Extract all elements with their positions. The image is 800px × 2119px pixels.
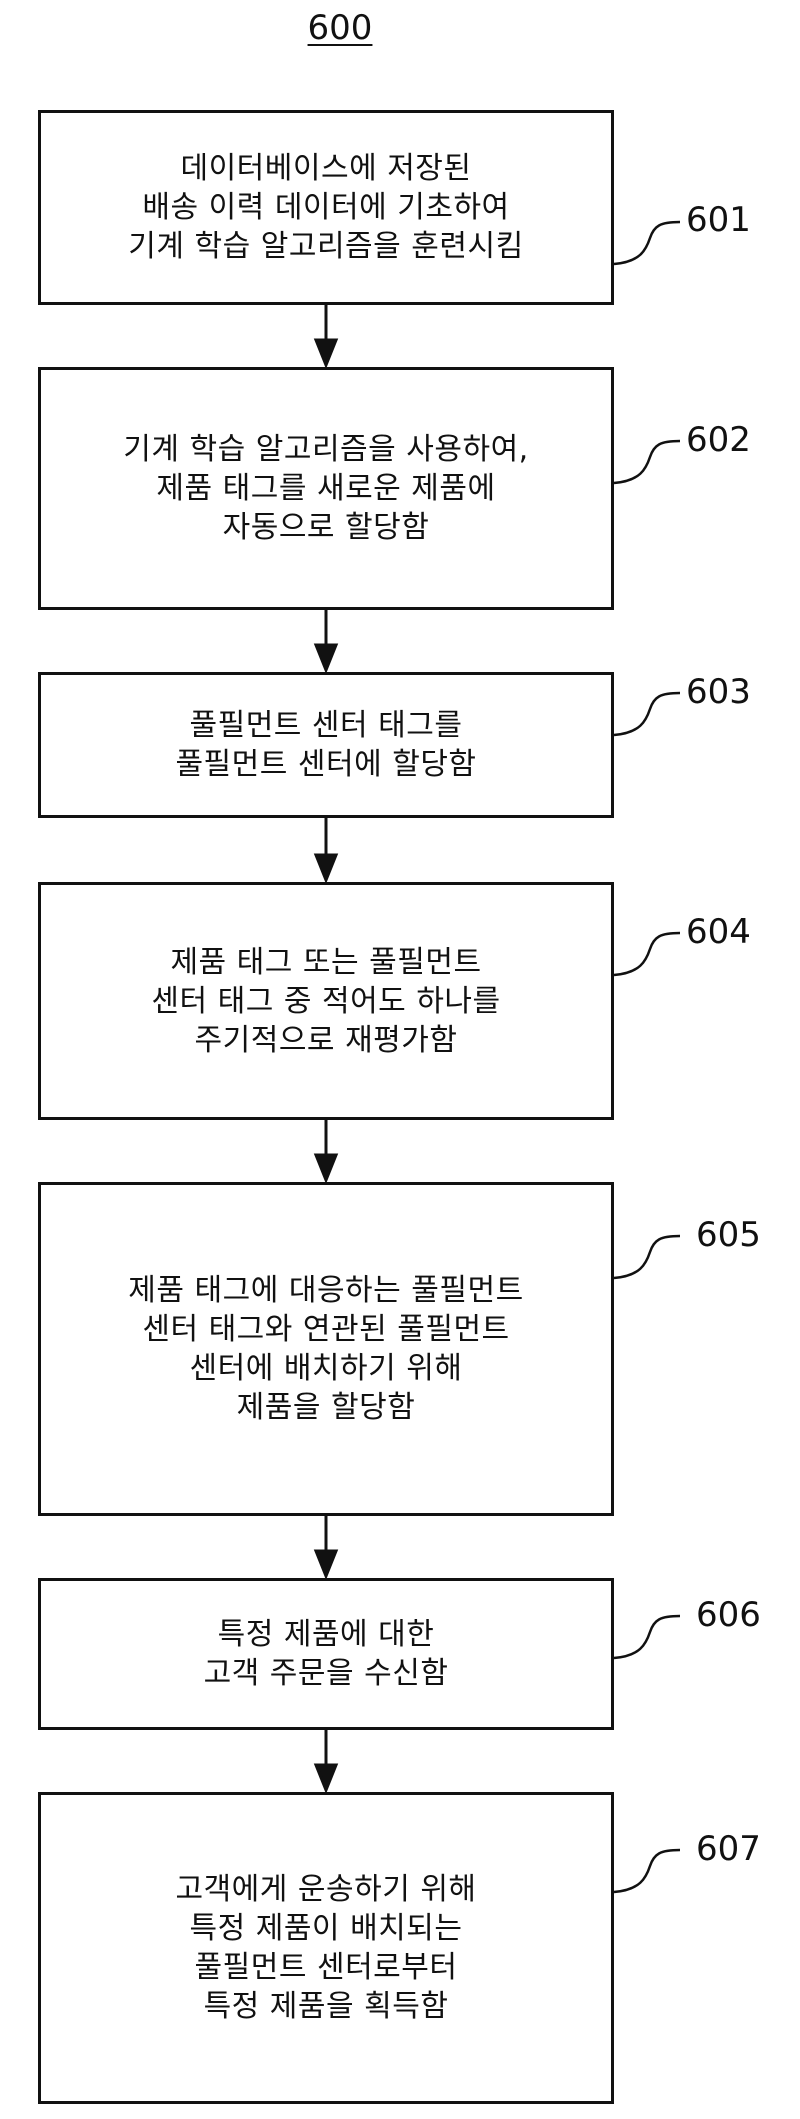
step-607-line-2: 특정 제품이 배치되는 [189, 1911, 463, 1946]
step-601-line-3: 기계 학습 알고리즘을 훈련시킴 [128, 229, 524, 264]
step-601-line-2: 배송 이력 데이터에 기초하여 [142, 190, 510, 225]
step-604-line-1: 제품 태그 또는 풀필먼트 [170, 944, 482, 980]
step-603-line-1: 풀필먼트 센터 태그를 [189, 708, 463, 743]
step-601-line-1: 데이터베이스에 저장된 [180, 151, 472, 186]
ref-603: 603 [686, 672, 751, 712]
step-602-line-2: 제품 태그를 새로운 제품에 [156, 471, 496, 506]
step-607-line-1: 고객에게 운송하기 위해 [175, 1872, 477, 1907]
step-604-line-2: 센터 태그 중 적어도 하나를 [151, 983, 501, 1019]
arrowhead-601-602 [313, 338, 339, 370]
ref-601: 601 [686, 200, 751, 240]
step-605-line-1: 제품 태그에 대응하는 풀필먼트 [128, 1273, 524, 1308]
leader-604 [613, 931, 681, 977]
arrowhead-603-604 [313, 853, 339, 885]
step-605-line-4: 제품을 할당함 [236, 1390, 416, 1425]
step-box-605: 제품 태그에 대응하는 풀필먼트 센터 태그와 연관된 풀필먼트 센터에 배치하… [38, 1182, 614, 1516]
ref-604: 604 [686, 912, 751, 952]
step-box-607: 고객에게 운송하기 위해 특정 제품이 배치되는 풀필먼트 센터로부터 특정 제… [38, 1792, 614, 2104]
step-box-604: 제품 태그 또는 풀필먼트 센터 태그 중 적어도 하나를 주기적으로 재평가함 [38, 882, 614, 1120]
step-602-line-1: 기계 학습 알고리즘을 사용하여, [123, 432, 529, 467]
step-box-602: 기계 학습 알고리즘을 사용하여, 제품 태그를 새로운 제품에 자동으로 할당… [38, 367, 614, 610]
step-box-601: 데이터베이스에 저장된 배송 이력 데이터에 기초하여 기계 학습 알고리즘을 … [38, 110, 614, 305]
step-607-line-3: 풀필먼트 센터로부터 [194, 1950, 458, 1985]
leader-607 [613, 1848, 681, 1894]
step-603-line-2: 풀필먼트 센터에 할당함 [175, 747, 477, 782]
arrowhead-602-603 [313, 643, 339, 675]
arrowhead-605-606 [313, 1549, 339, 1581]
arrowhead-604-605 [313, 1153, 339, 1185]
step-605-line-3: 센터에 배치하기 위해 [189, 1351, 463, 1386]
ref-607: 607 [696, 1829, 761, 1869]
ref-605: 605 [696, 1215, 761, 1255]
arrowhead-606-607 [313, 1763, 339, 1795]
step-605-line-2: 센터 태그와 연관된 풀필먼트 [142, 1312, 510, 1347]
step-602-line-3: 자동으로 할당함 [222, 510, 430, 545]
step-box-603: 풀필먼트 센터 태그를 풀필먼트 센터에 할당함 [38, 672, 614, 818]
step-box-606: 특정 제품에 대한 고객 주문을 수신함 [38, 1578, 614, 1730]
step-606-line-1: 특정 제품에 대한 [217, 1617, 435, 1652]
leader-606 [613, 1614, 681, 1660]
leader-605 [613, 1234, 681, 1280]
leader-601 [613, 220, 681, 266]
leader-602 [613, 439, 681, 485]
ref-602: 602 [686, 420, 751, 460]
leader-603 [613, 691, 681, 737]
ref-606: 606 [696, 1595, 761, 1635]
figure-number: 600 [307, 8, 373, 48]
step-607-line-4: 특정 제품을 획득함 [203, 1989, 449, 2024]
step-606-line-2: 고객 주문을 수신함 [203, 1656, 449, 1691]
step-604-line-3: 주기적으로 재평가함 [194, 1022, 458, 1058]
